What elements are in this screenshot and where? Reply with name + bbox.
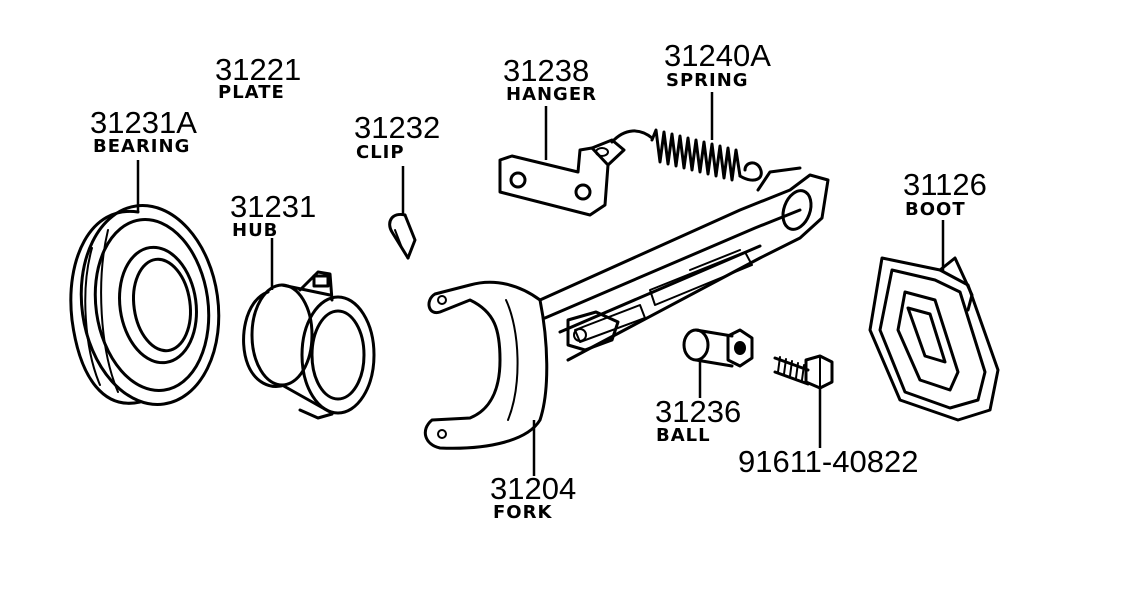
fork-name: FORK <box>493 502 552 523</box>
spring-name: SPRING <box>666 70 749 91</box>
label-plate: 31221 PLATE <box>215 52 301 103</box>
boot-name: BOOT <box>905 199 966 220</box>
hanger-name: HANGER <box>506 84 597 105</box>
clip-number: 31232 <box>354 110 440 145</box>
bolt-number: 91611-40822 <box>738 444 918 479</box>
label-hanger: 31238 HANGER <box>503 53 597 105</box>
leader-lines <box>136 92 945 476</box>
plate-name: PLATE <box>218 82 285 103</box>
fork-drawing <box>423 166 830 450</box>
bearing-number: 31231A <box>90 105 197 140</box>
hub-drawing <box>242 270 376 420</box>
spring-number: 31240A <box>664 38 771 73</box>
bearing-name: BEARING <box>93 136 190 157</box>
bolt-drawing <box>773 354 834 390</box>
label-clip: 31232 CLIP <box>354 110 440 163</box>
boot-number: 31126 <box>903 167 987 202</box>
clip-name: CLIP <box>356 142 405 163</box>
label-bearing: 31231A BEARING <box>90 105 197 157</box>
label-bolt: 91611-40822 <box>738 444 918 479</box>
spring-drawing <box>610 128 763 182</box>
label-ball: 31236 BALL <box>655 394 741 446</box>
label-hub: 31231 HUB <box>230 189 316 241</box>
label-spring: 31240A SPRING <box>664 38 771 91</box>
ball-name: BALL <box>656 425 711 446</box>
hub-number: 31231 <box>230 189 316 224</box>
ball-number: 31236 <box>655 394 741 429</box>
hanger-drawing <box>498 138 626 217</box>
boot-drawing <box>868 256 1000 422</box>
hub-name: HUB <box>232 220 278 241</box>
plate-number: 31221 <box>215 52 301 87</box>
label-boot: 31126 BOOT <box>903 167 987 220</box>
bearing-drawing <box>69 204 221 406</box>
label-fork: 31204 FORK <box>490 471 576 523</box>
hanger-number: 31238 <box>503 53 589 88</box>
fork-number: 31204 <box>490 471 576 506</box>
ball-drawing <box>682 328 754 368</box>
clip-drawing <box>388 212 417 260</box>
